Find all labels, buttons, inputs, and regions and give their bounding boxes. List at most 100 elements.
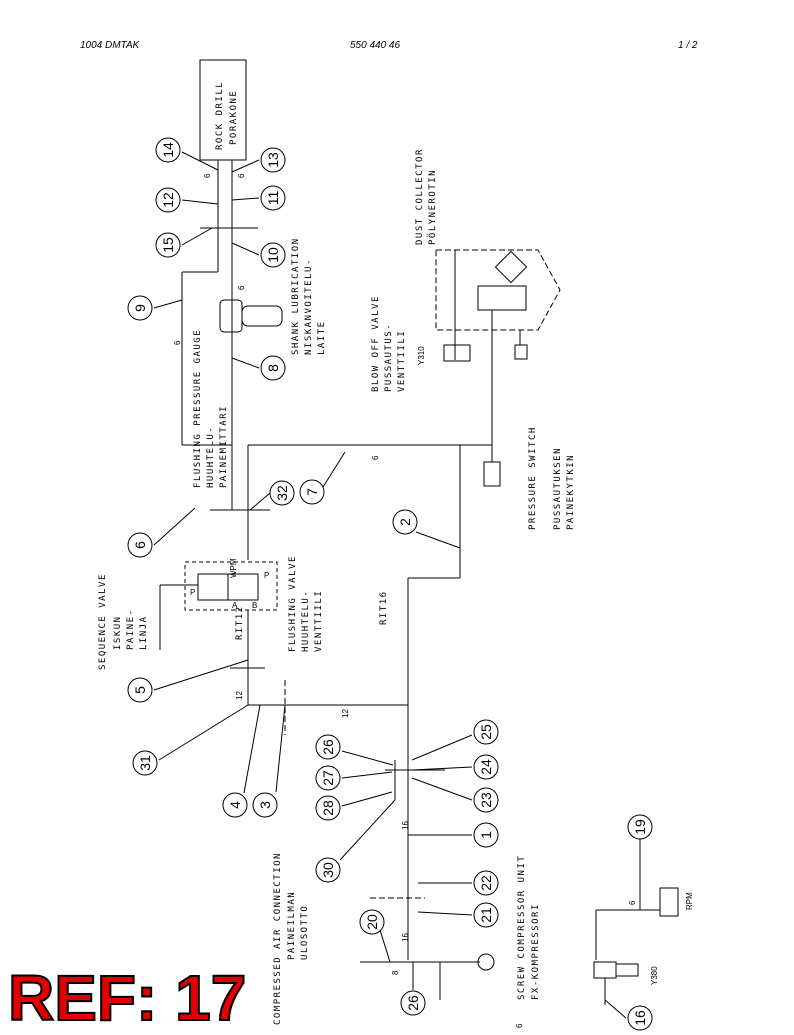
sequence-valve-fi-label: ISKUN <box>113 615 123 650</box>
compressor-fi-label: FX-KOMPRESSORI <box>531 903 541 1000</box>
sequence-valve-fi2-label: PAINE- <box>126 608 136 650</box>
callout-leader <box>231 242 260 256</box>
callout-leader <box>153 299 183 309</box>
callout-number: 16 <box>632 1010 648 1026</box>
callout-leader <box>604 999 627 1019</box>
callout-number: 13 <box>265 152 281 168</box>
callout-leader <box>415 531 461 549</box>
port-a: A <box>232 601 238 610</box>
callout-circle <box>155 232 181 258</box>
rit12-label: RIT12 <box>235 605 245 640</box>
pressure-switch-label: PRESSURE SWITCH <box>528 426 538 530</box>
line-size-12a: 12 <box>235 691 244 700</box>
callout-circle <box>260 355 286 381</box>
callout-circle <box>155 137 181 163</box>
callout-circle <box>627 814 653 840</box>
callout-circle <box>132 750 158 776</box>
reference-stamp: REF: 17 <box>7 962 247 1034</box>
callout-circle <box>473 822 499 848</box>
line-size-6d: 6 <box>173 340 182 345</box>
callout-leader <box>379 929 391 963</box>
callout-number: 15 <box>160 237 176 253</box>
callout-circle <box>299 479 325 505</box>
rock-drill-box <box>199 59 247 161</box>
pipelines <box>159 59 679 1005</box>
sequence-valve-label: SEQUENCE VALVE <box>98 573 108 670</box>
callout-circle <box>252 792 278 818</box>
callout-number: 6 <box>132 541 148 549</box>
callout-circle <box>473 719 499 745</box>
callout-leader <box>249 492 271 511</box>
pressure-switch-fi2-label: PAINEKYTKIN <box>566 454 576 530</box>
line-size-6a: 6 <box>203 173 212 178</box>
y310-label: Y310 <box>417 346 426 365</box>
port-p-right: P <box>264 571 269 580</box>
callout-leader <box>181 227 213 246</box>
flush-valve-label: FLUSHING VALVE <box>288 555 298 652</box>
callout-circle <box>473 787 499 813</box>
callout-number: 25 <box>478 724 494 740</box>
callout-number: 1 <box>478 831 494 839</box>
callout-circle <box>260 242 286 268</box>
callout-number: 24 <box>478 759 494 775</box>
callout-number: 10 <box>265 247 281 263</box>
callout-circle <box>315 857 341 883</box>
callout-leader <box>341 791 393 807</box>
callout-circle <box>359 909 385 935</box>
callout-number: 26 <box>405 995 421 1011</box>
line-size-6c: 6 <box>237 285 246 290</box>
callout-leader <box>231 357 260 369</box>
line-size-16a: 16 <box>401 821 410 830</box>
line-size-12b: 12 <box>341 709 350 718</box>
callout-number: 27 <box>320 770 336 786</box>
shank-lub-fi2-label: LAITE <box>317 320 327 355</box>
callout-circle <box>260 185 286 211</box>
rit16-label: RIT16 <box>379 590 389 625</box>
line-size-6f: 6 <box>628 900 637 905</box>
callout-leader <box>275 704 286 793</box>
callout-leader <box>231 197 260 201</box>
callout-leader <box>181 199 219 205</box>
line-size-6e: 6 <box>371 455 380 460</box>
callout-leader <box>153 507 196 546</box>
callout-leader <box>181 151 219 171</box>
callout-circle <box>473 902 499 928</box>
callout-leader <box>411 777 473 801</box>
component-labels: ROCK DRILL PORAKONE DUST COLLECTOR PÖLYN… <box>98 81 694 1028</box>
port-b: B <box>252 601 257 610</box>
port-p-left: P <box>190 588 195 597</box>
callout-leader <box>243 704 261 794</box>
flush-valve-fi-label: HUUHTELU- <box>301 590 311 652</box>
shank-lub-fi-label: NISKANVOITELU- <box>304 258 314 355</box>
blow-off-fi2-label: VENTTIILI <box>397 330 407 392</box>
callout-circle <box>222 792 248 818</box>
callout-circle <box>127 295 153 321</box>
line-size-8: 8 <box>391 970 400 975</box>
callout-number: 9 <box>132 304 148 312</box>
callout-number: 23 <box>478 792 494 808</box>
callout-number: 26 <box>320 739 336 755</box>
callout-number: 7 <box>304 488 320 496</box>
callout-circle <box>473 870 499 896</box>
callout-circle <box>400 990 426 1016</box>
callout-number: 32 <box>274 485 290 501</box>
callout-circle <box>155 187 181 213</box>
callout-leader <box>411 766 473 771</box>
compressed-air-label: COMPRESSED AIR CONNECTION <box>273 852 283 1025</box>
callout-number: 14 <box>160 142 176 158</box>
callout-leader <box>341 750 394 766</box>
rock-drill-label: ROCK DRILL <box>215 81 225 150</box>
dust-collector-label: DUST COLLECTOR <box>415 148 425 245</box>
wpm-label: WPM <box>229 558 238 578</box>
page-number: 1 / 2 <box>678 40 698 51</box>
part-number: 550 440 46 <box>350 40 401 51</box>
callout-leader <box>322 451 346 488</box>
dust-collector-fi-label: PÖLYNEROTIN <box>427 169 438 245</box>
line-size-6b: 6 <box>237 173 246 178</box>
rock-drill-fi-label: PORAKONE <box>229 90 239 145</box>
line-size-16b: 16 <box>401 933 410 942</box>
flush-valve-fi2-label: VENTTIILI <box>314 590 324 652</box>
shank-lub-label: SHANK LUBRICATION <box>291 237 301 355</box>
callout-number: 4 <box>227 801 243 809</box>
